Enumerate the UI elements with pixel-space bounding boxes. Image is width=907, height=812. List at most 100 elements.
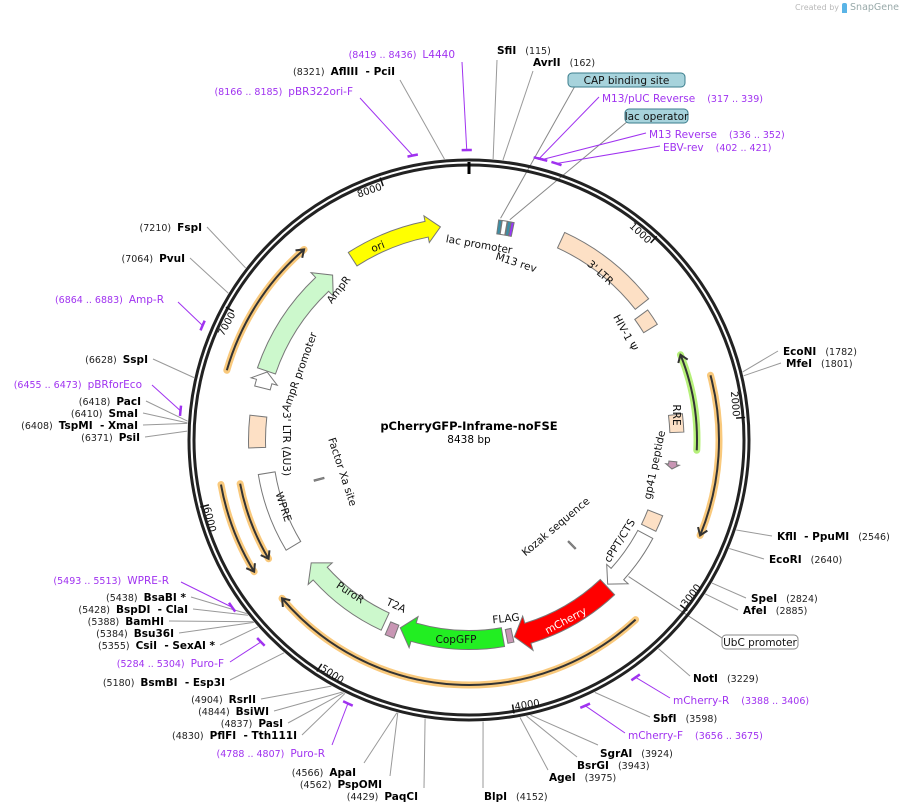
feature-ampr-promoter[interactable] — [249, 371, 279, 391]
primer-range: (4788 .. 4807) — [217, 749, 285, 760]
enzyme-site[interactable]: MfeI(1801) — [786, 358, 853, 370]
primer-label[interactable]: (6455 .. 6473)pBRforEco — [14, 379, 142, 391]
enzyme-site[interactable]: (4830)PflFI - Tth111I — [172, 730, 297, 742]
primer-label[interactable]: mCherry-R(3388 .. 3406) — [673, 695, 809, 707]
feature-box-label[interactable] — [624, 108, 689, 124]
feature-label: M13 rev — [494, 251, 538, 276]
orf-arrow[interactable] — [281, 597, 637, 686]
feature-flag[interactable] — [504, 627, 515, 644]
feature-factor-xa-site[interactable] — [313, 476, 325, 482]
primer-mark[interactable] — [533, 156, 545, 162]
enzyme-site[interactable]: (5388)BamHI — [88, 616, 164, 628]
feature-ori[interactable] — [347, 214, 442, 267]
enzyme-position: (6408) — [21, 421, 53, 432]
feature-gp41-peptide[interactable] — [664, 460, 681, 470]
enzyme-site[interactable]: (7064)PvuI — [121, 253, 185, 265]
enzyme-site[interactable]: KflI - PpuMI(2546) — [777, 531, 890, 543]
primer-label[interactable]: (4788 .. 4807)Puro-R — [217, 748, 325, 760]
primer-mark[interactable] — [630, 673, 641, 682]
tick-mark — [316, 663, 323, 672]
feature-t2a[interactable] — [384, 621, 400, 639]
enzyme-site[interactable]: AfeI(2885) — [743, 605, 807, 617]
leader-line — [594, 691, 651, 718]
enzyme-site[interactable]: (6371)PsiI — [81, 432, 140, 444]
enzyme-site[interactable]: SgrAI(3924) — [600, 748, 673, 760]
enzyme-site[interactable]: BlpI(4152) — [484, 791, 548, 803]
enzyme-site[interactable]: (6410)SmaI — [71, 408, 138, 420]
leader-line — [526, 715, 578, 758]
enzyme-site[interactable]: (6408)TspMI - XmaI — [21, 420, 138, 432]
feature-copgfp[interactable] — [399, 615, 506, 650]
enzyme-site[interactable]: AvrII(162) — [533, 57, 595, 69]
enzyme-name: NotI — [693, 673, 718, 685]
primer-label[interactable]: (6864 .. 6883)Amp-R — [55, 294, 164, 306]
feature-mcherry[interactable] — [513, 578, 616, 652]
enzyme-position: (115) — [525, 46, 551, 57]
tick-mark — [379, 177, 384, 187]
enzyme-site[interactable]: (7210)FspI — [140, 222, 202, 234]
feature-rre[interactable] — [667, 413, 685, 434]
enzyme-site[interactable]: (4566)ApaI — [292, 767, 356, 779]
enzyme-site[interactable]: SpeI(2824) — [751, 593, 818, 605]
enzyme-site[interactable]: (4562)PspOMI — [300, 779, 382, 791]
orf-arrow[interactable] — [225, 248, 305, 371]
enzyme-site[interactable]: EcoRI(2640) — [769, 554, 842, 566]
primer-label[interactable]: (5284 .. 5304)Puro-F — [117, 658, 224, 670]
feature-box-label[interactable] — [567, 72, 686, 88]
enzyme-site[interactable]: (4844)BsiWI — [198, 706, 269, 718]
feature-cppt-cts[interactable] — [640, 509, 664, 533]
primer-mark[interactable] — [551, 160, 562, 167]
enzyme-site[interactable]: (6418)PacI — [79, 396, 141, 408]
primer-label[interactable]: M13/pUC Reverse(317 .. 339) — [602, 93, 763, 105]
enzyme-site[interactable]: (5180)BsmBI - Esp3I — [103, 677, 225, 689]
feature-wpre[interactable] — [257, 471, 302, 551]
enzyme-site[interactable]: NotI(3229) — [693, 673, 759, 685]
primer-label[interactable]: (8166 .. 8185)pBR322ori-F — [214, 86, 353, 98]
feature-3-ltr-u3-[interactable] — [248, 414, 268, 449]
feature-ubc-promoter[interactable] — [606, 529, 654, 585]
orf-arrow[interactable] — [679, 354, 698, 451]
feature-m13-rev[interactable] — [508, 221, 515, 237]
enzyme-position: (6418) — [79, 397, 111, 408]
primer-mark[interactable] — [407, 153, 419, 158]
enzyme-site[interactable]: BsrGI(3943) — [577, 760, 650, 772]
feature-ampr[interactable] — [256, 271, 334, 375]
orf-arrow[interactable] — [699, 375, 720, 536]
orf-arrow[interactable] — [219, 484, 256, 573]
enzyme-site[interactable]: (4429)PaqCI — [347, 791, 418, 803]
enzyme-site[interactable]: (4837)PasI — [221, 718, 283, 730]
primer-mark[interactable] — [256, 637, 266, 647]
feature-puror[interactable] — [307, 562, 390, 631]
enzyme-site[interactable]: SbfI(3598) — [653, 713, 717, 725]
enzyme-site[interactable]: (5438)BsaBI * — [106, 592, 186, 604]
enzyme-site[interactable]: (6628)SspI — [85, 354, 148, 366]
primer-label[interactable]: EBV-rev(402 .. 421) — [663, 142, 771, 154]
primer-mark[interactable] — [199, 320, 206, 331]
orf-arrowhead-icon — [280, 597, 291, 608]
primer-label[interactable]: (8419 .. 8436)L4440 — [349, 49, 455, 61]
enzyme-site[interactable]: EcoNI(1782) — [783, 346, 857, 358]
feature-3-ltr[interactable] — [556, 231, 650, 311]
feature-hiv-1-[interactable] — [634, 309, 659, 334]
enzyme-site[interactable]: (5384)Bsu36I — [96, 628, 174, 640]
primer-mark[interactable] — [342, 700, 354, 707]
enzyme-position: (4837) — [221, 719, 253, 730]
primer-label[interactable]: M13 Reverse(336 .. 352) — [649, 129, 785, 141]
primer-label[interactable]: mCherry-F(3656 .. 3675) — [628, 730, 763, 742]
feature-kozak-sequence[interactable] — [567, 540, 577, 550]
leader-line — [168, 620, 254, 623]
primer-label[interactable]: (5493 .. 5513)WPRE-R — [53, 575, 169, 587]
enzyme-site[interactable]: AgeI(3975) — [549, 772, 616, 784]
primer-mark[interactable] — [178, 405, 183, 417]
enzyme-site[interactable]: (5428)BspDI - ClaI — [78, 604, 188, 616]
feature-lac-promoter[interactable] — [499, 219, 508, 236]
feature-box-label[interactable] — [721, 634, 799, 650]
enzyme-site[interactable]: (8321)AflIII - PciI — [293, 66, 395, 78]
orf-arrowhead-icon — [677, 353, 689, 364]
primer-mark[interactable] — [227, 602, 237, 613]
orf-arrow[interactable] — [239, 483, 270, 560]
primer-mark[interactable] — [579, 702, 591, 709]
enzyme-site[interactable]: (5355)CsiI - SexAI * — [98, 640, 216, 652]
enzyme-site[interactable]: (4904)RsrII — [191, 694, 256, 706]
enzyme-site[interactable]: SfiI(115) — [497, 45, 551, 57]
